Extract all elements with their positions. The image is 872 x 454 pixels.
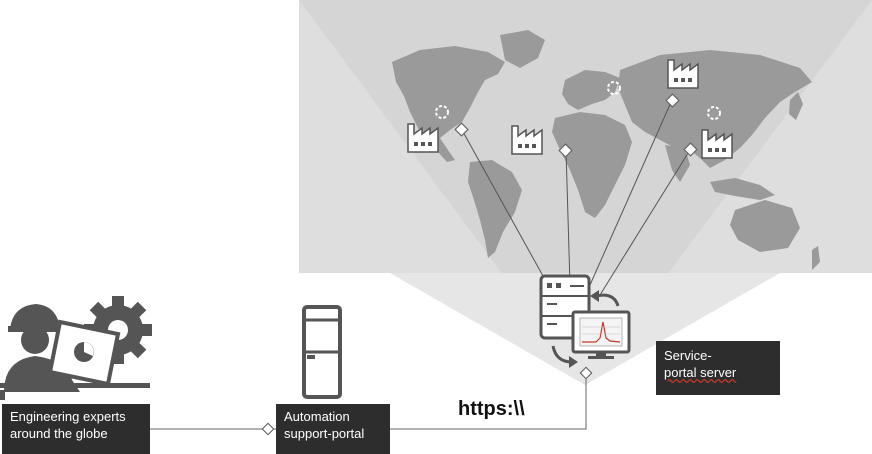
connector-diamond-icon xyxy=(261,422,275,436)
connector-diamond-icon xyxy=(579,366,593,380)
engineers-label-line1: Engineering experts xyxy=(10,409,126,424)
location-diamond-icon xyxy=(454,122,469,137)
landmass-indonesia xyxy=(710,178,775,200)
landmass-japan xyxy=(789,92,803,120)
landmass-north-america xyxy=(392,46,505,162)
world-map xyxy=(392,30,820,270)
landmass-greenland xyxy=(500,30,545,68)
support-portal-label-line2: support-portal xyxy=(284,426,365,441)
location-diamond-icon xyxy=(683,142,698,157)
connection-lines xyxy=(461,99,691,296)
support-portal-label: Automation support-portal xyxy=(276,404,390,454)
site-ring-icon xyxy=(707,106,721,120)
connection-line xyxy=(599,149,691,296)
location-markers xyxy=(454,93,698,158)
factory-icon xyxy=(511,125,543,155)
landmass-africa xyxy=(552,112,632,218)
service-portal-server-label: Service- portal server xyxy=(656,341,780,395)
factory-icon xyxy=(667,59,699,89)
landmass-south-america xyxy=(468,160,522,258)
location-diamond-icon xyxy=(665,93,680,108)
landmass-europe xyxy=(562,70,620,110)
site-ring-icon xyxy=(607,81,621,95)
site-ring-icon xyxy=(435,105,449,119)
server-tower-icon xyxy=(302,305,342,399)
engineers-label-line2: around the globe xyxy=(10,426,108,441)
connection-line xyxy=(589,99,673,286)
location-diamond-icon xyxy=(558,143,573,158)
factory-icon xyxy=(407,123,439,153)
landmass-new-zealand xyxy=(812,246,820,270)
factory-icon xyxy=(701,129,733,159)
engineer-at-laptop-icon xyxy=(0,296,152,400)
server-with-monitor-icon xyxy=(539,274,631,368)
support-portal-label-line1: Automation xyxy=(284,409,350,424)
connection-line xyxy=(565,149,571,286)
landmass-australia xyxy=(730,200,800,252)
network-line xyxy=(390,378,587,430)
landmass-india xyxy=(665,145,690,182)
server-label-line1: Service- xyxy=(664,348,712,363)
protocol-label: https:\\ xyxy=(458,398,525,420)
server-label-line2: portal server xyxy=(664,365,737,380)
connection-line xyxy=(461,129,549,286)
engineers-label: Engineering experts around the globe xyxy=(2,404,150,454)
landmass-asia xyxy=(618,50,812,168)
site-rings xyxy=(435,81,721,120)
